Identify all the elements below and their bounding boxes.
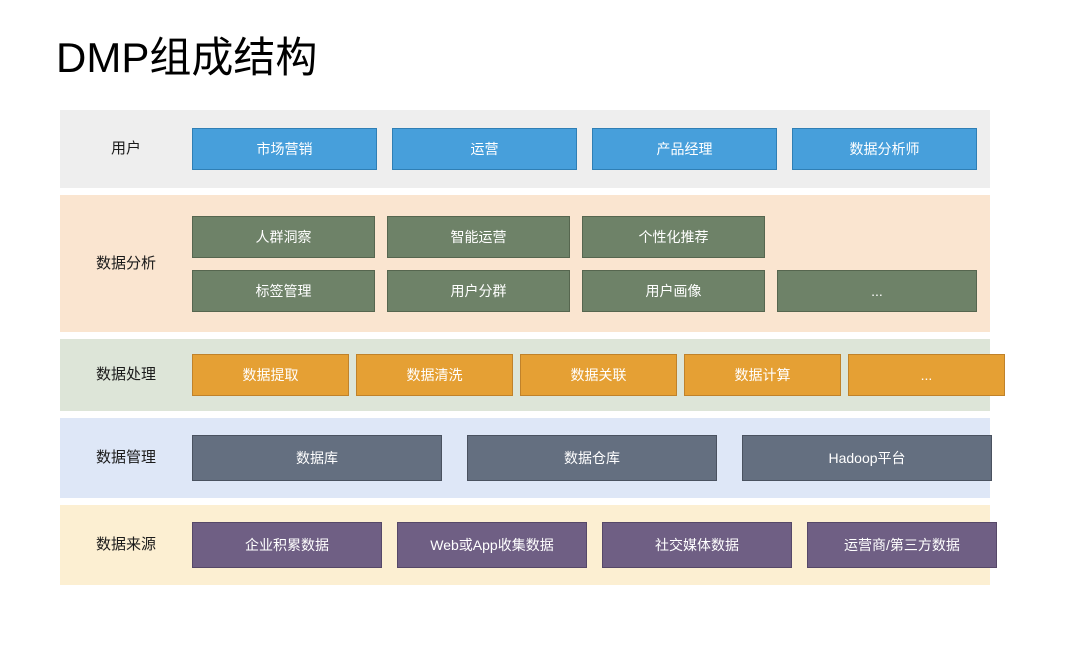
node-box-data-association[interactable]: 数据关联	[520, 354, 677, 396]
box-row: 人群洞察 智能运营 个性化推荐	[192, 215, 980, 258]
layer-label-data-management: 数据管理	[95, 449, 156, 466]
node-box-audience-insight[interactable]: 人群洞察	[192, 215, 375, 258]
node-box-personalized-recommendation[interactable]: 个性化推荐	[582, 215, 765, 258]
box-row: 市场营销 运营 产品经理 数据分析师	[192, 128, 980, 170]
layer-row-data-analysis: 数据分析 人群洞察 智能运营 个性化推荐 标签管理 用户分群 用户画像 ...	[60, 195, 990, 332]
node-box-enterprise-accumulated-data[interactable]: 企业积累数据	[192, 522, 382, 568]
layer-label-data-sources: 数据来源	[95, 536, 156, 553]
layer-row-data-management: 数据管理 数据库 数据仓库 Hadoop平台	[60, 418, 992, 498]
node-box-analysis-more[interactable]: ...	[777, 269, 977, 312]
layer-body-data-processing: 数据提取 数据清洗 数据关联 数据计算 ...	[192, 354, 1015, 396]
layer-body-users: 市场营销 运营 产品经理 数据分析师	[192, 128, 990, 170]
layer-row-data-sources: 数据来源 企业积累数据 Web或App收集数据 社交媒体数据 运营商/第三方数据	[60, 505, 997, 585]
layer-row-users: 用户 市场营销 运营 产品经理 数据分析师	[60, 110, 990, 188]
node-box-data-warehouse[interactable]: 数据仓库	[467, 435, 717, 481]
node-box-web-app-collected-data[interactable]: Web或App收集数据	[397, 522, 587, 568]
layer-label-data-analysis: 数据分析	[95, 254, 156, 272]
node-box-operations[interactable]: 运营	[392, 128, 577, 170]
node-box-tag-management[interactable]: 标签管理	[192, 269, 375, 312]
box-row: 标签管理 用户分群 用户画像 ...	[192, 269, 980, 312]
layer-label-data-processing: 数据处理	[95, 366, 156, 383]
node-box-market-marketing[interactable]: 市场营销	[192, 128, 377, 170]
node-box-hadoop-platform[interactable]: Hadoop平台	[742, 435, 992, 481]
layer-stack: 用户 市场营销 运营 产品经理 数据分析师 数据分析 人群洞察 智能运营 个性化…	[60, 110, 1005, 585]
node-box-social-media-data[interactable]: 社交媒体数据	[602, 522, 792, 568]
node-box-product-manager[interactable]: 产品经理	[592, 128, 777, 170]
node-box-database[interactable]: 数据库	[192, 435, 442, 481]
node-box-smart-operations[interactable]: 智能运营	[387, 215, 570, 258]
node-box-user-profile[interactable]: 用户画像	[582, 269, 765, 312]
node-box-data-computation[interactable]: 数据计算	[684, 354, 841, 396]
node-box-data-analyst[interactable]: 数据分析师	[792, 128, 977, 170]
layer-label-users: 用户	[110, 140, 141, 157]
node-box-carrier-thirdparty-data[interactable]: 运营商/第三方数据	[807, 522, 997, 568]
box-row: 数据库 数据仓库 Hadoop平台	[192, 435, 992, 481]
box-row: 企业积累数据 Web或App收集数据 社交媒体数据 运营商/第三方数据	[192, 522, 997, 568]
page-title: DMP组成结构	[56, 34, 318, 81]
node-box-processing-more[interactable]: ...	[848, 354, 1005, 396]
layer-body-data-analysis: 人群洞察 智能运营 个性化推荐 标签管理 用户分群 用户画像 ...	[192, 215, 990, 312]
node-box-data-extraction[interactable]: 数据提取	[192, 354, 349, 396]
layer-body-data-sources: 企业积累数据 Web或App收集数据 社交媒体数据 运营商/第三方数据	[192, 522, 1007, 568]
layer-row-data-processing: 数据处理 数据提取 数据清洗 数据关联 数据计算 ...	[60, 339, 1005, 411]
node-box-user-segmentation[interactable]: 用户分群	[387, 269, 570, 312]
node-box-data-cleaning[interactable]: 数据清洗	[356, 354, 513, 396]
layer-body-data-management: 数据库 数据仓库 Hadoop平台	[192, 435, 1002, 481]
box-row: 数据提取 数据清洗 数据关联 数据计算 ...	[192, 354, 1005, 396]
